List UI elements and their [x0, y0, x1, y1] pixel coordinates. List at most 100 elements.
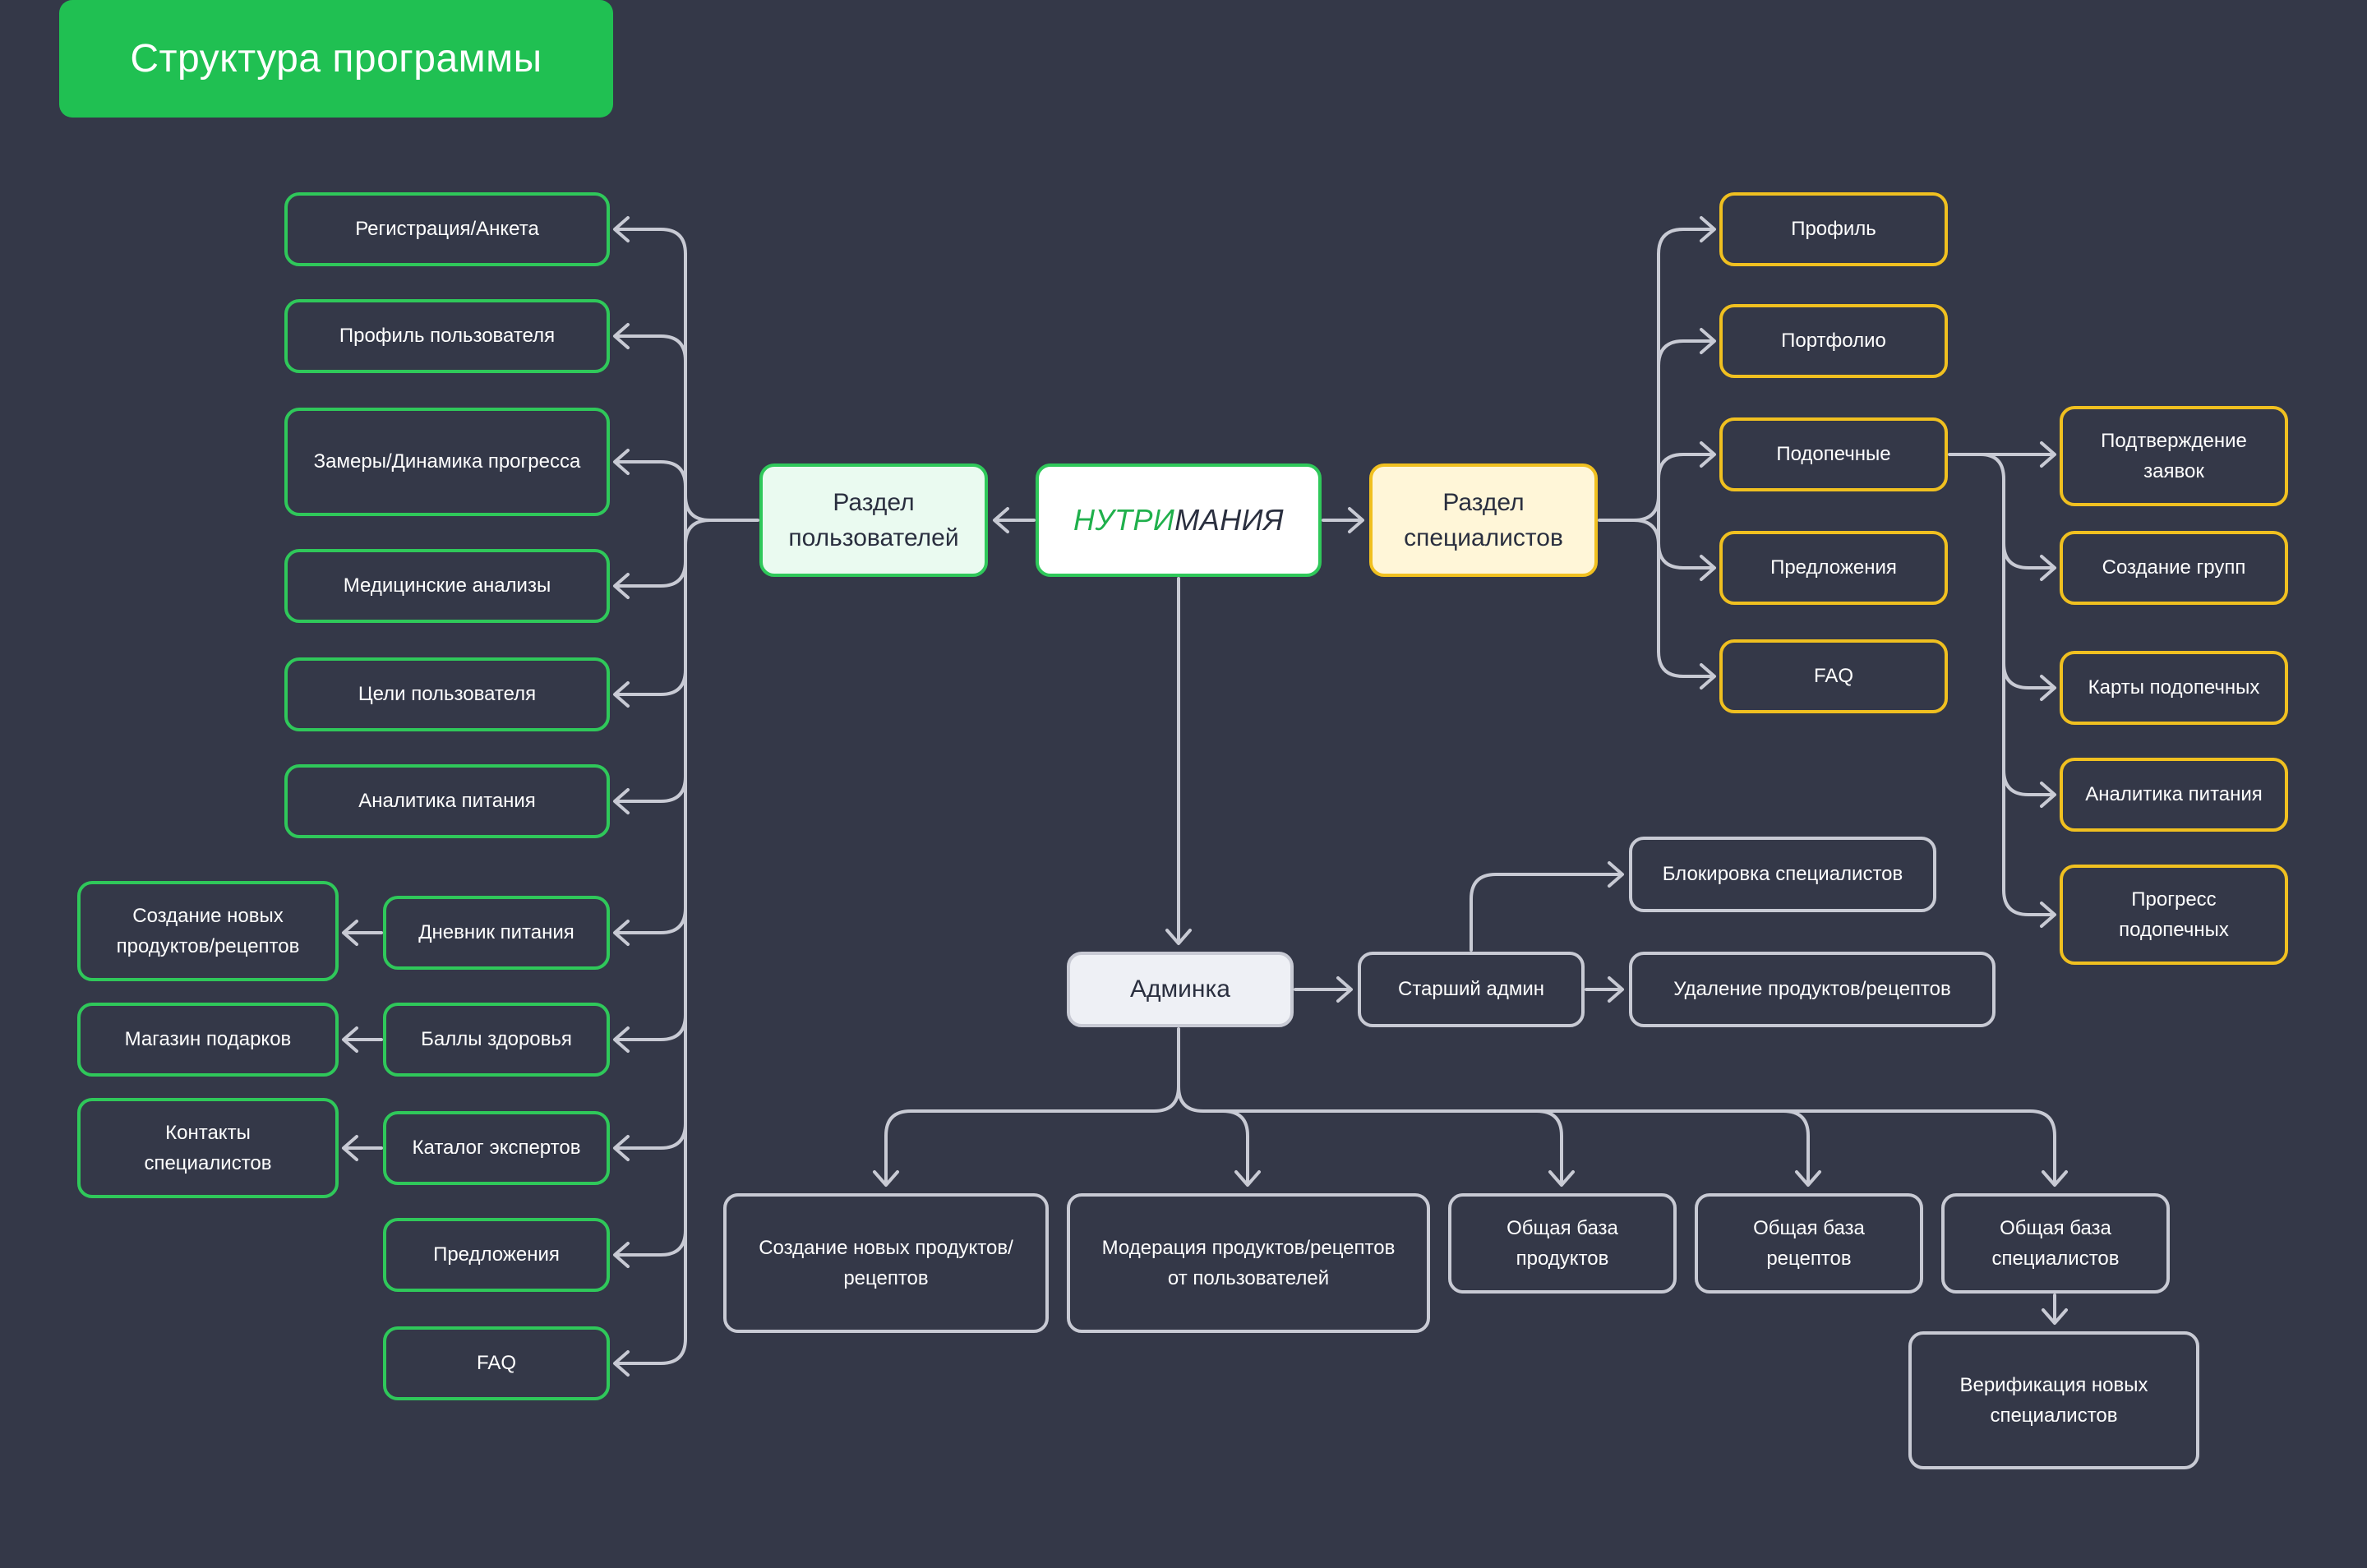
page-title: Структура программы: [59, 0, 613, 118]
connector-user-item: [615, 1337, 687, 1365]
connector-user-item: [615, 1013, 687, 1041]
user-item-food-diary: Дневник питания: [383, 896, 610, 970]
arrow-head: [2042, 1170, 2068, 1187]
arrow-head: [613, 1350, 630, 1377]
spec-sub-nutrition-analytics: Аналитика питания: [2060, 758, 2288, 832]
admin-create-products: Создание новых продуктов/ рецептов: [723, 1193, 1049, 1333]
arrow-head: [1608, 861, 1624, 888]
arrow-head: [1700, 441, 1716, 468]
admin-verify-specialists: Верификация новых специалистов: [1908, 1331, 2199, 1469]
spec-sub-confirm-requests: Подтверждение заявок: [2060, 406, 2288, 506]
connector-spec-item: [1657, 650, 1714, 678]
user-item-measurements: Замеры/Динамика прогресса: [284, 408, 610, 516]
arrow-head: [1234, 1170, 1261, 1187]
arrow-head: [613, 1026, 630, 1053]
connector-admin-right: [1177, 1085, 2056, 1185]
arrow-head: [342, 1026, 358, 1053]
user-item-expert-catalog: Каталог экспертов: [383, 1111, 610, 1185]
spec-sub-create-groups: Создание групп: [2060, 531, 2288, 605]
admin-specialists-db: Общая база специалистов: [1941, 1193, 2170, 1294]
connector-user-item: [615, 460, 687, 488]
connector-user-item: [615, 1229, 687, 1257]
arrow-head: [613, 1135, 630, 1161]
spec-sub-client-progress: Прогресс подопечных: [2060, 865, 2288, 965]
connector-spec-item: [1657, 542, 1714, 570]
admin-block-specialists: Блокировка специалистов: [1629, 837, 1936, 912]
user-item-faq: FAQ: [383, 1326, 610, 1400]
admin-recipes-db: Общая база рецептов: [1695, 1193, 1923, 1294]
admin-senior-admin: Старший админ: [1358, 952, 1585, 1027]
connector-user-item: [615, 1122, 687, 1150]
user-item-goals: Цели пользователя: [284, 657, 610, 731]
user-item-registration: Регистрация/Анкета: [284, 192, 610, 266]
arrow-head: [1700, 328, 1716, 354]
admin-delete-products: Удаление продуктов/рецептов: [1629, 952, 1996, 1027]
connector-clients-item: [2002, 888, 2055, 916]
arrow-head: [993, 507, 1009, 533]
arrow-head: [2040, 675, 2056, 701]
connector-spec-item: [1657, 228, 1714, 256]
arrow-head: [342, 920, 358, 946]
admin-section-hub: Админка: [1067, 952, 1294, 1027]
connector-clients-item: [2002, 542, 2055, 570]
connector-spec-junction-down: [1632, 519, 1660, 546]
connector-spec-junction-up: [1632, 494, 1660, 522]
arrow-head: [613, 323, 630, 349]
connector-user-item: [615, 906, 687, 934]
spec-item-portfolio: Портфолио: [1719, 304, 1948, 378]
arrow-head: [2040, 902, 2056, 928]
connector-users-junction-up: [684, 494, 712, 522]
spec-item-offers: Предложения: [1719, 531, 1948, 605]
connector-user-item: [615, 560, 687, 588]
arrow-head: [1548, 1170, 1575, 1187]
arrow-head: [1700, 663, 1716, 689]
arrow-head: [1348, 507, 1364, 533]
user-item-medical-tests: Медицинские анализы: [284, 549, 610, 623]
connector-clients-item: [2002, 662, 2055, 689]
arrow-head: [873, 1170, 899, 1187]
user-item-nutrition-analytics: Аналитика питания: [284, 764, 610, 838]
arrow-head: [613, 216, 630, 242]
specialists-section-hub: Раздел специалистов: [1369, 463, 1598, 577]
arrow-head: [613, 920, 630, 946]
connector-users-junction-down: [684, 519, 712, 546]
arrow-head: [613, 1242, 630, 1268]
arrow-head: [1608, 976, 1624, 1003]
connector-spec-item: [1657, 339, 1714, 367]
connector-user-item: [615, 228, 687, 256]
arrow-head: [2040, 555, 2056, 581]
admin-products-db: Общая база продуктов: [1448, 1193, 1677, 1294]
users-section-hub: Раздел пользователей: [759, 463, 988, 577]
spec-item-clients: Подопечные: [1719, 417, 1948, 491]
arrow-head: [613, 573, 630, 599]
connector-admin-left: [884, 1085, 1180, 1185]
brand-rest: МАНИЯ: [1174, 503, 1285, 537]
brand-accent: НУТРИ: [1073, 503, 1175, 537]
arrow-head: [2042, 1308, 2068, 1325]
arrow-head: [613, 681, 630, 708]
connector-spec-item: [1657, 453, 1714, 481]
connector-clients-item: [2002, 768, 2055, 796]
user-item-offers: Предложения: [383, 1218, 610, 1292]
spec-item-faq: FAQ: [1719, 639, 1948, 713]
connector-admin-branch: [1221, 1109, 1249, 1185]
arrow-head: [1165, 929, 1192, 945]
arrow-head: [2040, 782, 2056, 808]
connector-admin-branch: [1782, 1109, 1810, 1185]
arrow-head: [2040, 441, 2056, 468]
spec-item-profile: Профиль: [1719, 192, 1948, 266]
arrow-head: [613, 788, 630, 814]
connector-senior-block: [1470, 873, 1622, 952]
arrow-head: [342, 1135, 358, 1161]
arrow-head: [1700, 216, 1716, 242]
connector-user-item: [615, 775, 687, 803]
arrow-head: [613, 449, 630, 475]
user-item-health-points: Баллы здоровья: [383, 1003, 610, 1077]
connector-user-item: [615, 334, 687, 362]
arrow-head: [1795, 1170, 1821, 1187]
user-sub-gift-shop: Магазин подарков: [77, 1003, 339, 1077]
user-item-profile: Профиль пользователя: [284, 299, 610, 373]
connector-user-item: [615, 668, 687, 696]
